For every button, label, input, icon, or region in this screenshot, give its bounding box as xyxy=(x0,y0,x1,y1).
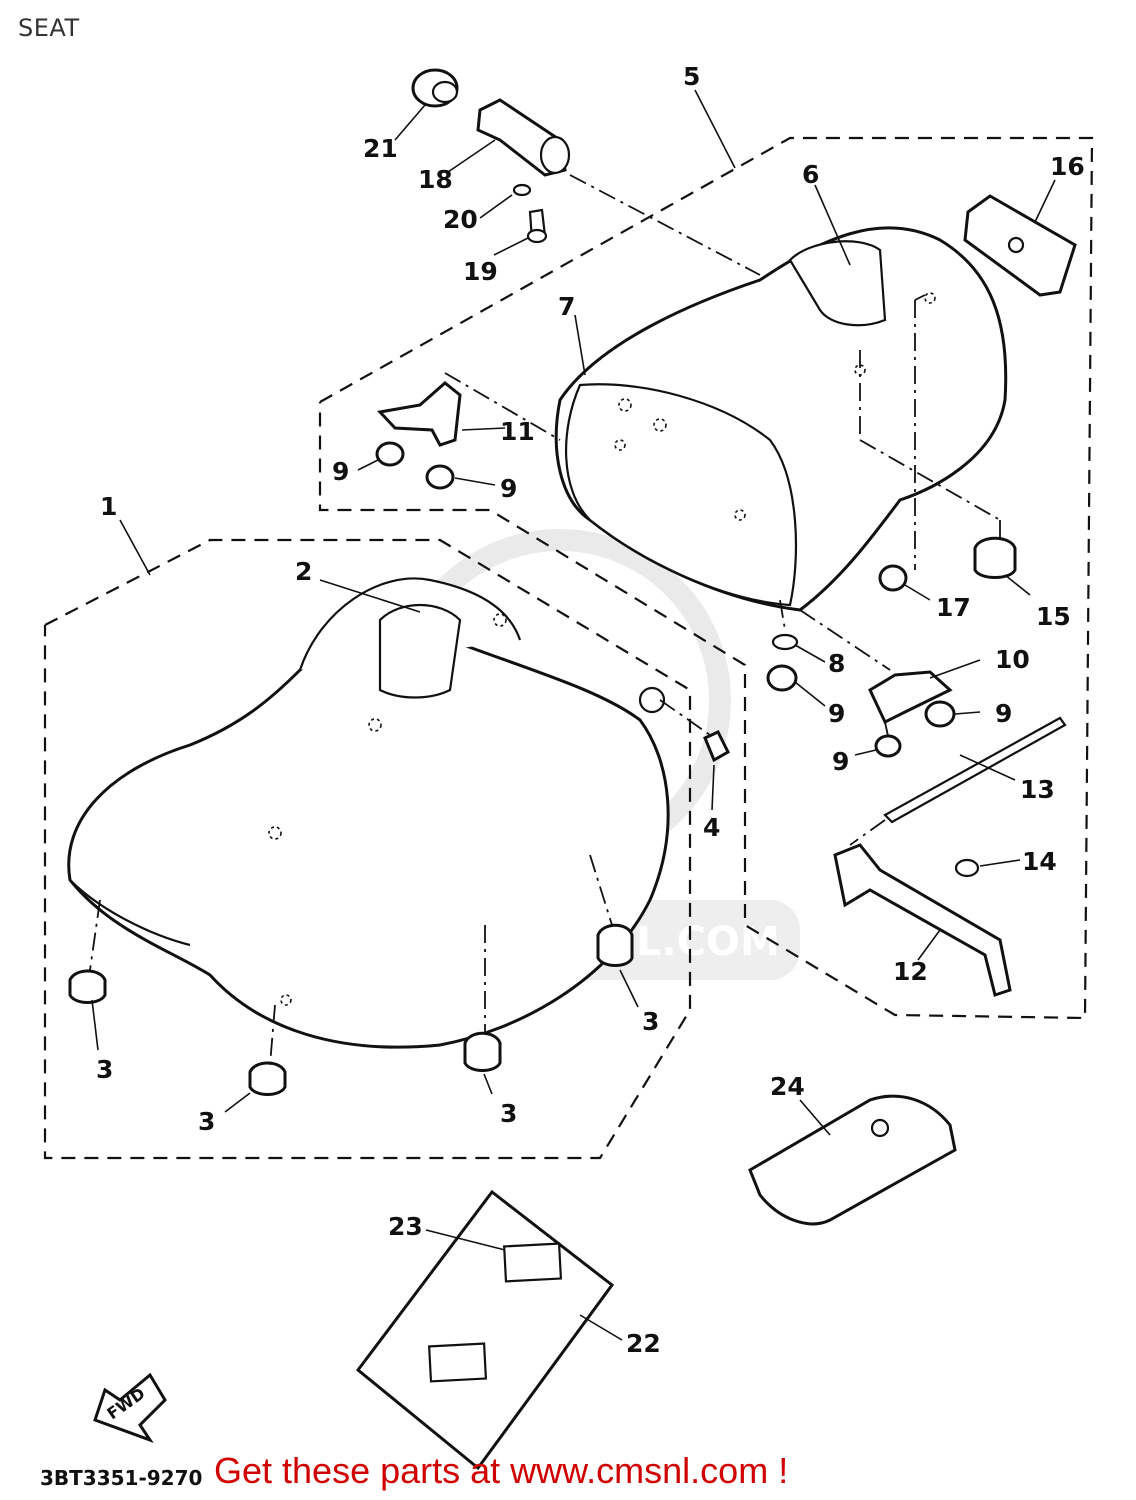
rod-13 xyxy=(883,716,1067,824)
leader-lines xyxy=(89,89,1056,1341)
callout-12: 12 xyxy=(893,957,928,986)
callout-7: 7 xyxy=(558,292,575,321)
fwd-arrow: FWD xyxy=(93,1372,167,1443)
callout-20: 20 xyxy=(443,205,478,234)
callout-2: 2 xyxy=(295,557,312,586)
callout-9: 9 xyxy=(332,457,349,486)
callout-24: 24 xyxy=(770,1072,805,1101)
callouts: 1 2 3 3 3 3 4 5 6 7 8 9 9 9 9 9 10 11 12… xyxy=(96,62,1085,1358)
callout-11: 11 xyxy=(500,417,535,446)
callout-9: 9 xyxy=(828,699,845,728)
callout-4: 4 xyxy=(703,813,720,842)
callout-13: 13 xyxy=(1020,775,1055,804)
callout-19: 19 xyxy=(463,257,498,286)
callout-10: 10 xyxy=(995,645,1030,674)
nut-9a xyxy=(375,441,405,467)
callout-17: 17 xyxy=(936,593,971,622)
callout-3: 3 xyxy=(500,1099,517,1128)
damper-3d xyxy=(596,923,634,967)
callout-8: 8 xyxy=(828,649,845,678)
callout-9: 9 xyxy=(995,699,1012,728)
callout-23: 23 xyxy=(388,1212,423,1241)
group-5-outline xyxy=(318,136,1094,1020)
callout-15: 15 xyxy=(1036,602,1071,631)
callout-16: 16 xyxy=(1050,152,1085,181)
callout-1: 1 xyxy=(100,492,117,521)
callout-21: 21 xyxy=(363,134,398,163)
front-seat xyxy=(67,577,670,1049)
callout-3: 3 xyxy=(198,1107,215,1136)
callout-9: 9 xyxy=(500,474,517,503)
callout-9: 9 xyxy=(832,747,849,776)
bolt-4 xyxy=(703,730,730,763)
page-title: SEAT xyxy=(18,14,80,42)
callout-14: 14 xyxy=(1022,847,1057,876)
nut-17 xyxy=(878,564,908,592)
damper-3c xyxy=(463,1031,502,1072)
rear-seat xyxy=(554,226,1008,612)
damper-3b xyxy=(248,1061,287,1096)
callout-22: 22 xyxy=(626,1329,661,1358)
damper-3a xyxy=(68,969,107,1004)
diagram-reference-code: 3BT3351-9270 xyxy=(40,1466,203,1490)
pouch-24 xyxy=(748,1094,957,1226)
damper-15 xyxy=(973,536,1017,579)
lock-parts xyxy=(411,68,571,244)
callout-3: 3 xyxy=(642,1007,659,1036)
washer-14 xyxy=(954,858,980,878)
lock-12 xyxy=(833,843,1012,997)
nut-9b xyxy=(425,464,455,490)
callout-18: 18 xyxy=(418,165,453,194)
callout-3: 3 xyxy=(96,1055,113,1084)
callout-5: 5 xyxy=(683,62,700,91)
cta-link[interactable]: Get these parts at www.cmsnl.com ! xyxy=(214,1450,789,1491)
bracket-11 xyxy=(377,381,462,447)
callout-6: 6 xyxy=(802,160,819,189)
group-1-outline xyxy=(43,538,692,1160)
